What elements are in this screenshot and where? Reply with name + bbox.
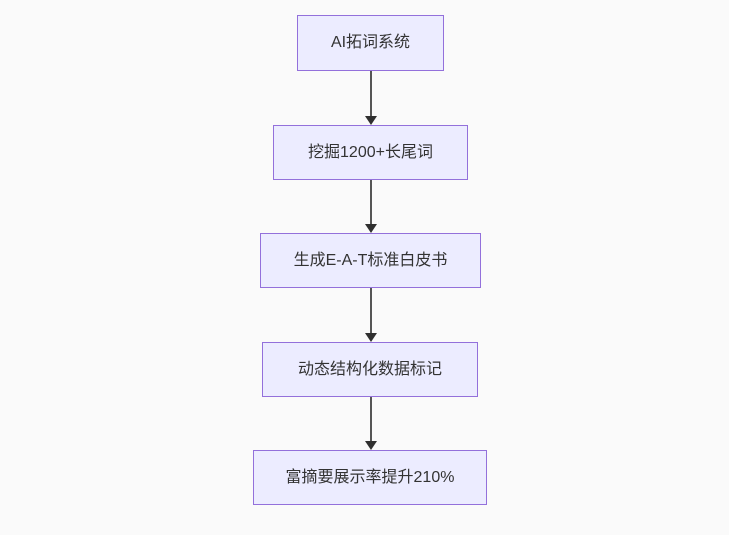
edge-arrow-3	[364, 288, 378, 342]
flowchart-node-2: 挖掘1200+长尾词	[273, 125, 468, 180]
flowchart-node-5: 富摘要展示率提升210%	[253, 450, 487, 505]
edge-line	[370, 180, 372, 224]
node-label: 生成E-A-T标准白皮书	[293, 251, 448, 269]
arrowhead-down-icon	[365, 224, 377, 233]
edge-line	[370, 71, 372, 116]
edge-arrow-2	[364, 180, 378, 233]
flowchart-node-1: AI拓词系统	[297, 15, 444, 71]
arrowhead-down-icon	[365, 333, 377, 342]
node-label: 挖掘1200+长尾词	[308, 143, 433, 161]
edge-line	[370, 288, 372, 333]
node-label: 富摘要展示率提升210%	[285, 468, 455, 486]
edge-line	[370, 397, 372, 441]
edge-arrow-1	[364, 71, 378, 125]
flowchart-node-4: 动态结构化数据标记	[262, 342, 478, 397]
arrowhead-down-icon	[365, 116, 377, 125]
arrowhead-down-icon	[365, 441, 377, 450]
node-label: 动态结构化数据标记	[297, 360, 442, 378]
flowchart-node-3: 生成E-A-T标准白皮书	[260, 233, 481, 288]
edge-arrow-4	[364, 397, 378, 450]
node-label: AI拓词系统	[330, 34, 411, 52]
